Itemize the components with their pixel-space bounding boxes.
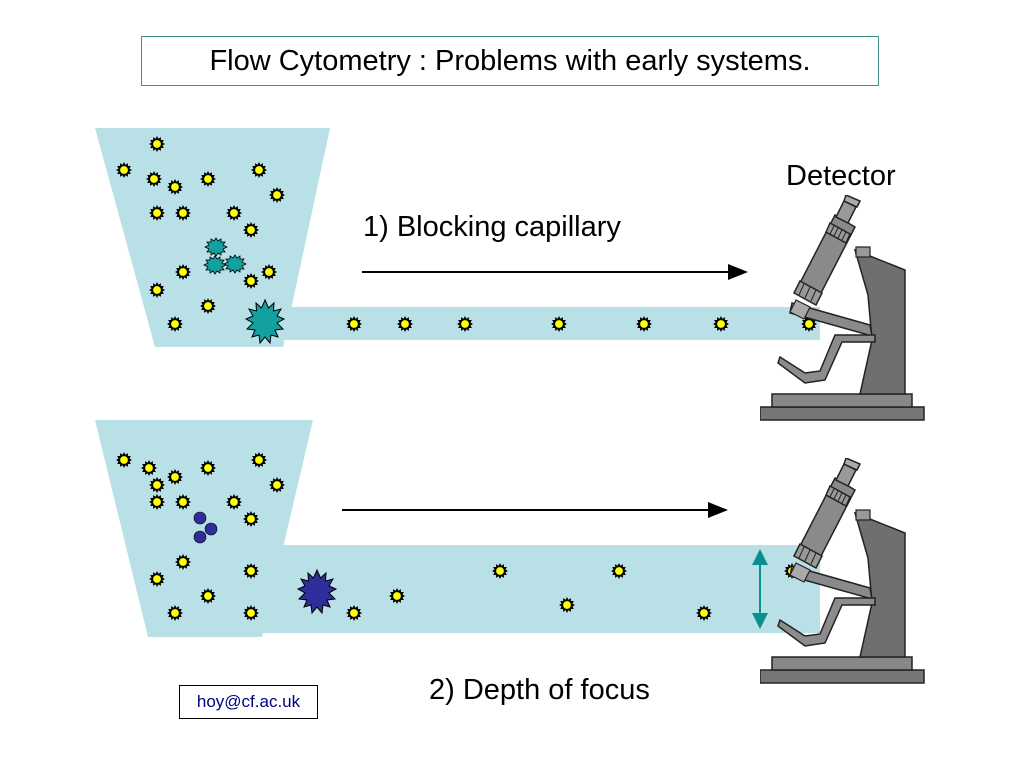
panel-depth-of-focus [95, 420, 925, 684]
capillary-1 [275, 307, 820, 340]
problem1-label: 1) Blocking capillary [363, 211, 621, 243]
slide-title: Flow Cytometry : Problems with early sys… [141, 36, 879, 86]
problem2-label: 2) Depth of focus [429, 674, 650, 706]
detector-label: Detector [786, 160, 896, 192]
capillary-2 [255, 545, 820, 633]
contact-email[interactable]: hoy@cf.ac.uk [179, 685, 318, 719]
panel-blocking-capillary [95, 128, 925, 421]
cell-clump-2 [193, 511, 218, 544]
